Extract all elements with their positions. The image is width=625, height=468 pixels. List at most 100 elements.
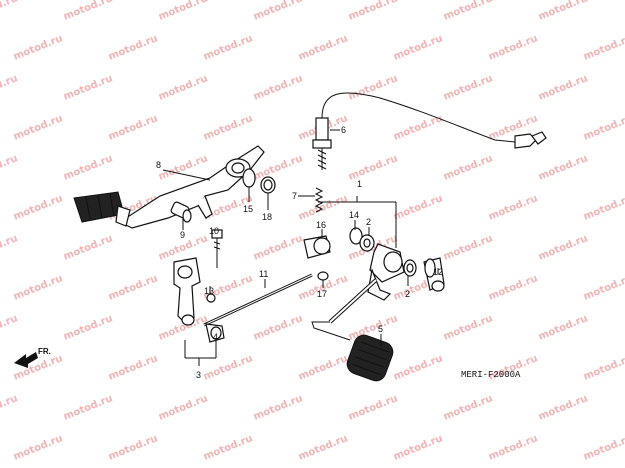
callout-7: 7 — [292, 191, 297, 201]
callout-5: 5 — [378, 324, 383, 334]
watermark-text: motod.ru — [252, 0, 304, 23]
watermark-text: motod.ru — [107, 113, 159, 143]
callout-9: 9 — [180, 230, 185, 240]
watermark-text: motod.ru — [537, 153, 589, 183]
watermark-text: motod.ru — [202, 113, 254, 143]
watermark-text: motod.ru — [582, 113, 625, 143]
washer-parts — [242, 168, 276, 194]
callout-15: 15 — [243, 204, 253, 214]
watermark-text: motod.ru — [252, 393, 304, 423]
watermark-text: motod.ru — [537, 73, 589, 103]
callout-2: 2 — [366, 217, 371, 227]
shift-arm-part — [173, 257, 225, 343]
watermark-text: motod.ru — [297, 193, 349, 223]
watermark-text: motod.ru — [442, 313, 494, 343]
watermark-text: motod.ru — [537, 0, 589, 23]
watermark-text: motod.ru — [107, 33, 159, 63]
watermark-text: motod.ru — [487, 273, 539, 303]
joint-part — [303, 235, 331, 281]
watermark-text: motod.ru — [347, 73, 399, 103]
callout-6: 6 — [341, 125, 346, 135]
watermark-text: motod.ru — [347, 0, 399, 23]
watermark-text: motod.ru — [487, 33, 539, 63]
watermark-text: motod.ru — [12, 353, 64, 383]
front-direction-indicator: FR. — [14, 347, 51, 368]
watermark-text: motod.ru — [12, 193, 64, 223]
callout-17: 17 — [317, 289, 327, 299]
watermark-text: motod.ru — [487, 433, 539, 463]
watermark-text: motod.ru — [0, 313, 19, 343]
watermark-text: motod.ru — [0, 393, 19, 423]
diagram-code: MERI-F2000A — [461, 370, 521, 380]
arrow-left-icon — [14, 352, 38, 368]
watermark-text: motod.ru — [252, 313, 304, 343]
pin-part — [170, 201, 192, 223]
watermark-text: motod.ru — [442, 153, 494, 183]
callout-4: 4 — [213, 332, 218, 342]
watermark-text: motod.ru — [442, 233, 494, 263]
watermark-text: motod.ru — [157, 393, 209, 423]
watermark-text: motod.ru — [582, 433, 625, 463]
watermark-text: motod.ru — [582, 33, 625, 63]
watermark-text: motod.ru — [392, 193, 444, 223]
callout-1: 1 — [357, 179, 362, 189]
watermark-text: motod.ru — [392, 33, 444, 63]
watermark-text: motod.ru — [442, 393, 494, 423]
watermark-text: motod.ru — [107, 273, 159, 303]
watermark-text: motod.ru — [537, 233, 589, 263]
watermark-text: motod.ru — [0, 233, 19, 263]
watermark-text: motod.ru — [537, 313, 589, 343]
watermark-text: motod.ru — [442, 0, 494, 23]
watermark-text: motod.ru — [0, 0, 19, 23]
watermark-text: motod.ru — [157, 73, 209, 103]
rod-part — [203, 273, 313, 327]
watermark-text: motod.ru — [62, 393, 114, 423]
callout-11: 11 — [259, 269, 268, 279]
watermark-text: motod.ru — [582, 193, 625, 223]
leader-lines — [162, 129, 439, 366]
callout-3: 3 — [196, 370, 201, 380]
watermark-text: motod.ru — [62, 73, 114, 103]
watermark-text: motod.ru — [297, 433, 349, 463]
callout-8: 8 — [156, 160, 161, 170]
callouts: 1 2 2 3 4 5 6 7 8 9 10 11 12 13 14 15 16… — [156, 125, 443, 380]
watermark-text: motod.ru — [62, 153, 114, 183]
callout-14: 14 — [349, 210, 359, 220]
callout-2-lower: 2 — [405, 289, 410, 299]
direction-label: FR. — [38, 347, 51, 356]
watermark-text: motod.ru — [202, 33, 254, 63]
watermark-text: motod.ru — [297, 33, 349, 63]
watermark-text: motod.ru — [582, 353, 625, 383]
spring-part — [314, 187, 324, 213]
watermark-text: motod.ru — [297, 353, 349, 383]
watermark-text: motod.ru — [252, 73, 304, 103]
callout-12: 12 — [433, 267, 443, 277]
watermark-text: motod.ru — [442, 73, 494, 103]
watermark-text: motod.ru — [0, 73, 19, 103]
watermark-text: motod.ru — [252, 233, 304, 263]
watermark-text: motod.ru — [582, 273, 625, 303]
watermark-text: motod.ru — [347, 153, 399, 183]
watermark-text: motod.ru — [12, 113, 64, 143]
watermark-text: motod.ru — [202, 433, 254, 463]
cable-part — [312, 92, 547, 170]
watermark-text: motod.ru — [157, 0, 209, 23]
watermark-text: motod.ru — [107, 353, 159, 383]
watermark-text: motod.ru — [62, 233, 114, 263]
callout-10: 10 — [209, 226, 219, 236]
watermark-text: motod.ru — [487, 193, 539, 223]
watermark-text: motod.ru — [12, 33, 64, 63]
watermark-text: motod.ru — [62, 0, 114, 23]
brake-pedal-part — [73, 145, 265, 229]
watermark-text: motod.ru — [392, 353, 444, 383]
watermark-text: motod.ru — [62, 313, 114, 343]
bolt-part — [211, 229, 223, 256]
watermark-text: motod.ru — [347, 393, 399, 423]
watermark-text: motod.ru — [0, 153, 19, 183]
callout-16: 16 — [316, 220, 326, 230]
callout-13: 13 — [204, 286, 214, 296]
watermark-text: motod.ru — [12, 433, 64, 463]
watermark-text: motod.ru — [107, 433, 159, 463]
